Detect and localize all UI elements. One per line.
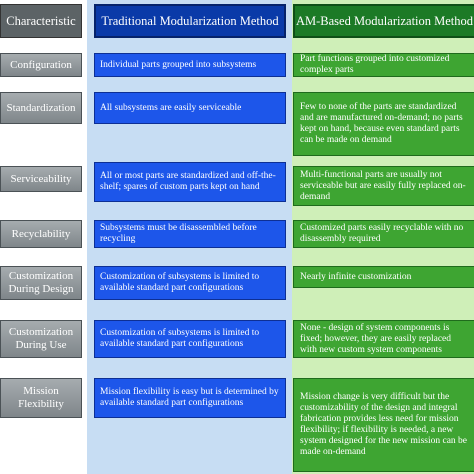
row-traditional: All or most parts are standardized and o… bbox=[94, 162, 286, 202]
row-characteristic: Customization During Design bbox=[0, 266, 82, 300]
table-row: Standardization All subsystems are easil… bbox=[0, 92, 474, 156]
table-row: Serviceability All or most parts are sta… bbox=[0, 162, 474, 206]
header-am-based: AM-Based Modularization Method bbox=[293, 4, 474, 38]
row-traditional: Individual parts grouped into subsystems bbox=[94, 53, 286, 77]
row-traditional: Customization of subsystems is limited t… bbox=[94, 320, 286, 358]
table-row: Customization During Use Customization o… bbox=[0, 320, 474, 358]
row-am-based: Part functions grouped into customized c… bbox=[293, 53, 474, 77]
row-traditional: All subsystems are easily serviceable bbox=[94, 92, 286, 124]
row-characteristic: Recyclability bbox=[0, 220, 82, 248]
row-am-based: Multi-functional parts are usually not s… bbox=[293, 166, 474, 206]
table-row: Configuration Individual parts grouped i… bbox=[0, 53, 474, 77]
row-traditional: Subsystems must be disassembled before r… bbox=[94, 220, 286, 248]
row-characteristic: Customization During Use bbox=[0, 320, 82, 358]
header-characteristic: Characteristic bbox=[0, 4, 82, 38]
row-am-based: Customized parts easily recyclable with … bbox=[293, 220, 474, 248]
row-traditional: Customization of subsystems is limited t… bbox=[94, 266, 286, 300]
row-am-based: Mission change is very difficult but the… bbox=[293, 378, 474, 472]
row-characteristic: Mission Flexibility bbox=[0, 378, 82, 418]
header-traditional: Traditional Modularization Method bbox=[94, 4, 286, 38]
table-row: Mission Flexibility Mission flexibility … bbox=[0, 378, 474, 472]
row-am-based: Few to none of the parts are standardize… bbox=[293, 92, 474, 156]
row-characteristic: Serviceability bbox=[0, 166, 82, 192]
table-row: Recyclability Subsystems must be disasse… bbox=[0, 220, 474, 248]
row-characteristic: Standardization bbox=[0, 92, 82, 124]
table-row: Customization During Design Customizatio… bbox=[0, 266, 474, 300]
row-traditional: Mission flexibility is easy but is deter… bbox=[94, 378, 286, 418]
row-am-based: None - design of system components is fi… bbox=[293, 320, 474, 358]
row-am-based: Nearly infinite customization bbox=[293, 266, 474, 288]
row-characteristic: Configuration bbox=[0, 53, 82, 77]
